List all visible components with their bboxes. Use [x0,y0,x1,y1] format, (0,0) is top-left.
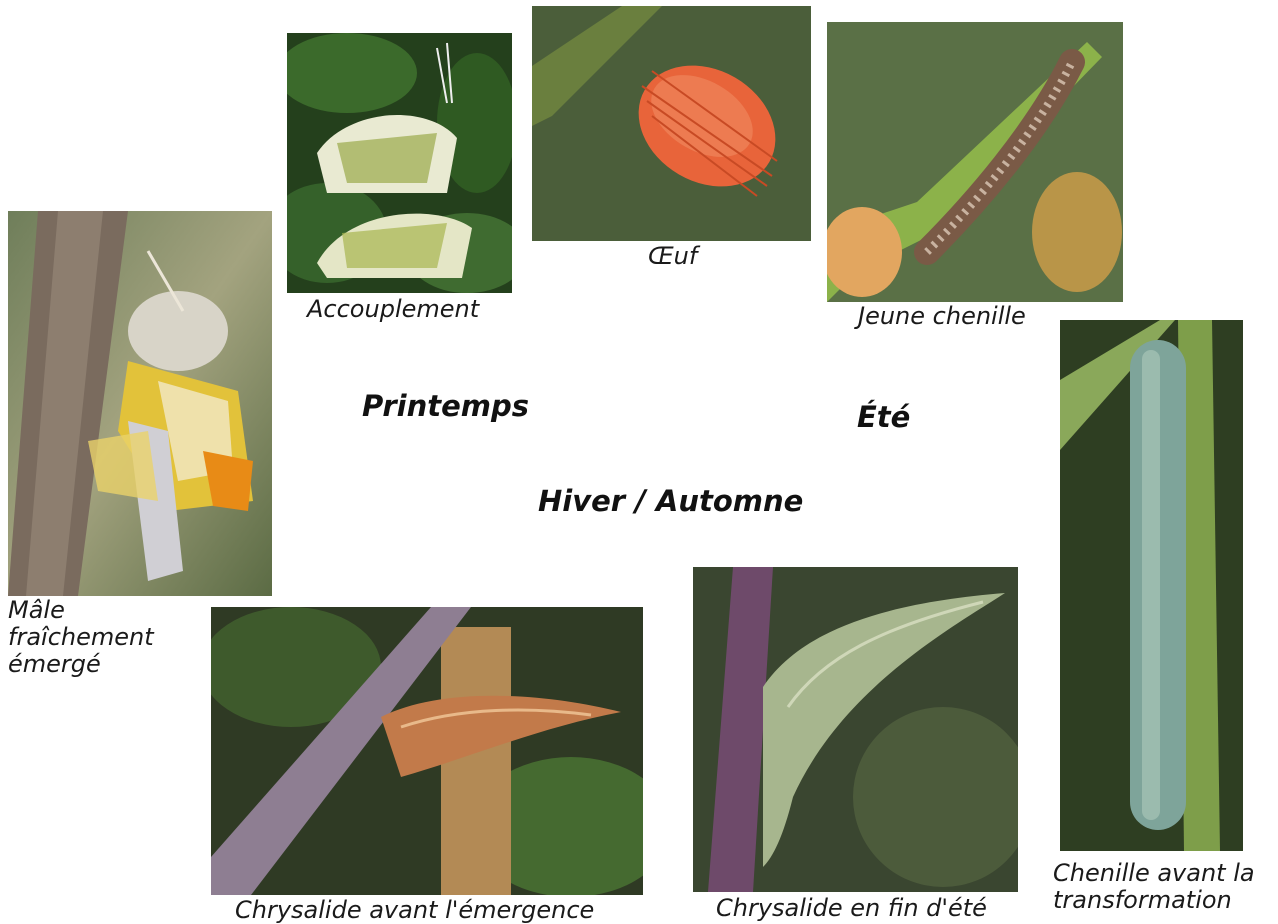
young-caterpillar-photo [827,22,1123,302]
chrysalis-late-summer-caption: Chrysalide en fin d'été [716,895,987,922]
chrysalis-before-caption: Chrysalide avant l'émergence [235,897,594,924]
young-caterpillar-caption: Jeune chenille [858,303,1026,330]
caterpillar-before-caption: Chenille avant la transformation [1053,860,1273,914]
egg-caption: Œuf [648,243,697,270]
mating-caption: Accouplement [307,296,479,323]
chrysalis-before-photo [211,607,643,895]
chrysalis-late-summer-photo [693,567,1018,892]
season-spring: Printemps [362,389,529,423]
caterpillar-before-photo [1060,320,1243,851]
male-emerged-photo [8,211,272,596]
season-winter-autumn: Hiver / Automne [538,484,803,518]
male-emerged-caption: Mâle fraîchement émergé [8,597,188,678]
mating-photo [287,33,512,293]
season-summer: Été [857,400,910,434]
egg-photo [532,6,811,241]
